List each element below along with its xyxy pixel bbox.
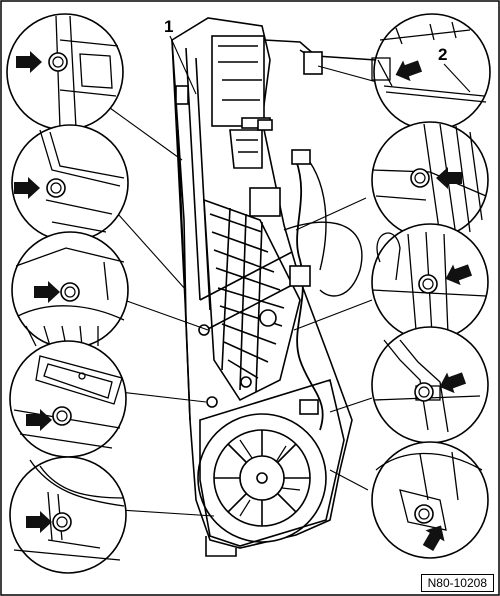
heater-housing [171, 17, 377, 557]
detail-low-right-1 [371, 326, 489, 444]
detail-mid-left-2 [11, 231, 129, 349]
detail-mid-left-1 [11, 124, 129, 242]
callout-part-2: 2 [438, 45, 447, 64]
detail-top-right [371, 13, 491, 131]
callout-part-1: 1 [164, 17, 173, 36]
detail-low-left-1 [9, 340, 127, 458]
detail-bottom-left [9, 456, 127, 574]
reference-code: N80-10208 [420, 574, 494, 592]
leader-lines [109, 65, 385, 517]
callout-leaders [169, 35, 471, 95]
detail-top-left [6, 13, 124, 131]
detail-mid-right-2 [371, 223, 489, 341]
detail-bottom-right [371, 441, 489, 559]
detail-mid-right-1 [371, 121, 489, 239]
